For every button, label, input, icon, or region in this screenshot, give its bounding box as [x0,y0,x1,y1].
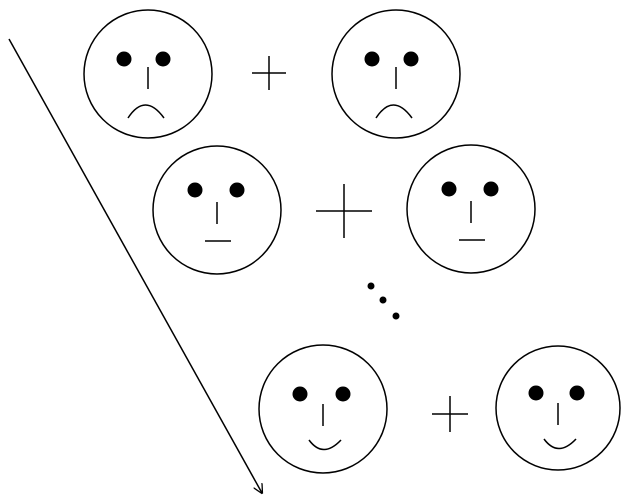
plus-icon [316,184,372,238]
neutral-face-icon [152,145,282,275]
happy-face-icon [258,344,388,474]
row-sad [83,9,461,139]
neutral-face-icon [406,144,536,274]
row-neutral [152,144,536,275]
sad-face-icon [83,9,213,139]
row-happy [258,344,621,474]
sad-face-icon [331,9,461,139]
happy-face-icon [495,345,621,471]
diagonal-arrow-icon [8,38,262,493]
ellipsis-dots-icon [367,282,400,320]
plus-icon [432,396,468,432]
plus-icon [252,56,286,90]
